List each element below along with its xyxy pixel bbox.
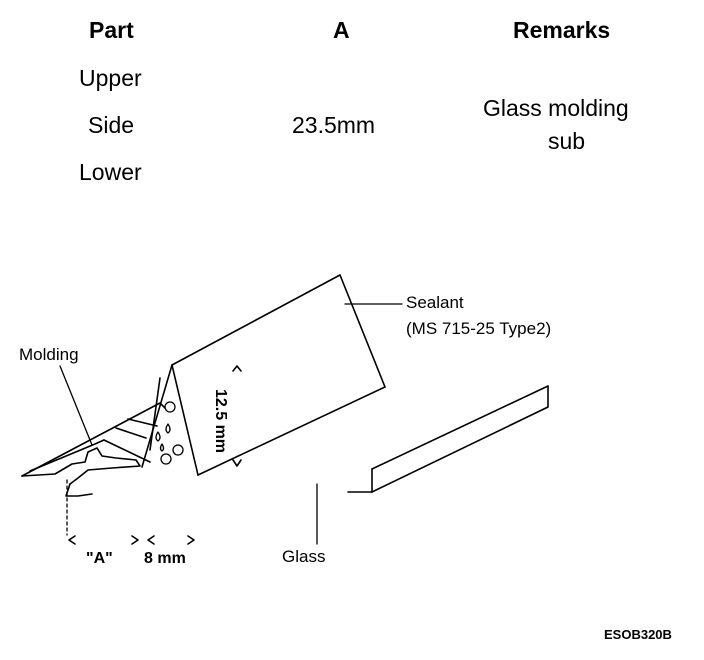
row-lower: Lower [79, 159, 142, 185]
figure-code: ESOB320B [604, 627, 672, 642]
dim-height-label: 12.5 mm [212, 388, 230, 454]
remarks-line2: sub [548, 128, 586, 154]
sealant-bubbles [155, 401, 184, 465]
header-a: A [333, 17, 350, 43]
glass-panel [347, 385, 549, 493]
sealant-spec-label: (MS 715-25 Type2) [406, 319, 552, 338]
remarks-line1: Glass molding [483, 95, 629, 121]
header-part: Part [89, 17, 134, 43]
row-side: Side [88, 112, 135, 138]
header-remarks: Remarks [513, 17, 611, 43]
dim-8mm-label: 8 mm [144, 550, 186, 567]
a-value: 23.5mm [292, 112, 376, 138]
dim-a-label: "A" [86, 550, 113, 567]
row-upper: Upper [79, 65, 142, 91]
leader-lines [59, 303, 403, 545]
dim-arrowheads [68, 365, 242, 545]
sealant-bead [141, 274, 386, 476]
glass-label: Glass [282, 547, 326, 566]
molding [21, 402, 166, 497]
molding-label: Molding [19, 345, 79, 364]
sealant-label: Sealant [406, 293, 464, 312]
